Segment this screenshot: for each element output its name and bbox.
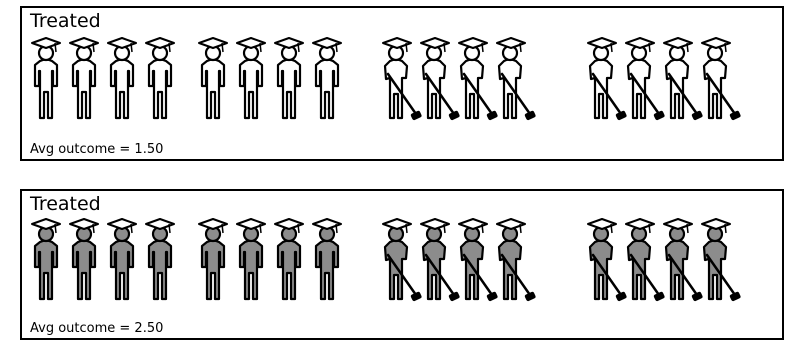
graduate-sweeping-icon <box>459 38 498 121</box>
graduate-sweeping-icon <box>497 38 536 121</box>
graduate-standing-icon <box>237 219 265 299</box>
graduate-sweeping-icon <box>588 219 627 302</box>
graduate-sweeping-icon <box>459 219 498 302</box>
graduate-group-standing <box>32 219 174 299</box>
graduate-group-standing <box>199 219 341 299</box>
graduate-sweeping-icon <box>383 38 422 121</box>
graduate-standing-icon <box>146 219 174 299</box>
graduate-group-standing <box>32 38 174 118</box>
graduate-group-sweeping <box>588 219 741 302</box>
graduate-standing-icon <box>32 219 60 299</box>
graduate-standing-icon <box>32 38 60 118</box>
graduate-standing-icon <box>108 219 136 299</box>
graduate-group-sweeping <box>383 38 536 121</box>
graduate-sweeping-icon <box>664 38 703 121</box>
treated-panel-1: Treated Avg outcome = 1.50 <box>20 6 784 161</box>
graduate-crowd <box>22 8 782 159</box>
avg-outcome-label: Avg outcome = 2.50 <box>30 321 163 336</box>
graduate-crowd <box>22 191 782 338</box>
graduate-sweeping-icon <box>664 219 703 302</box>
graduate-standing-icon <box>108 38 136 118</box>
graduate-sweeping-icon <box>626 38 665 121</box>
graduate-standing-icon <box>199 219 227 299</box>
graduate-standing-icon <box>146 38 174 118</box>
graduate-standing-icon <box>275 219 303 299</box>
graduate-sweeping-icon <box>421 38 460 121</box>
graduate-sweeping-icon <box>497 219 536 302</box>
graduate-sweeping-icon <box>383 219 422 302</box>
graduate-group-sweeping <box>588 38 741 121</box>
graduate-sweeping-icon <box>588 38 627 121</box>
graduate-standing-icon <box>70 219 98 299</box>
graduate-standing-icon <box>275 38 303 118</box>
graduate-standing-icon <box>313 38 341 118</box>
graduate-standing-icon <box>237 38 265 118</box>
graduate-group-standing <box>199 38 341 118</box>
treated-panel-2: Treated Avg outcome = 2.50 <box>20 189 784 340</box>
graduate-sweeping-icon <box>702 219 741 302</box>
graduate-sweeping-icon <box>626 219 665 302</box>
graduate-group-sweeping <box>383 219 536 302</box>
graduate-standing-icon <box>313 219 341 299</box>
graduate-sweeping-icon <box>702 38 741 121</box>
graduate-standing-icon <box>70 38 98 118</box>
avg-outcome-label: Avg outcome = 1.50 <box>30 142 163 157</box>
graduate-sweeping-icon <box>421 219 460 302</box>
graduate-standing-icon <box>199 38 227 118</box>
